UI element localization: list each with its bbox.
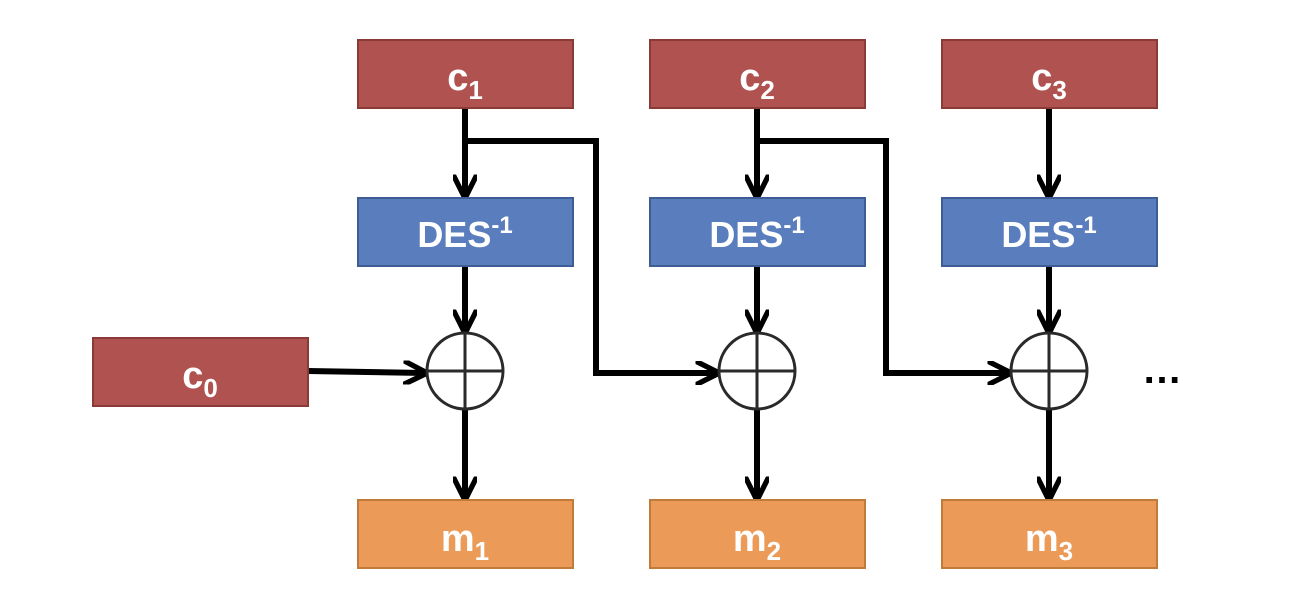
ciphertext-label-c3: c3 [1031, 57, 1067, 105]
plaintext-letter: m [733, 518, 767, 560]
arrow-c1-to-xor-2 [468, 138, 717, 373]
stage-3: c3 DES-1 m3 [941, 39, 1158, 569]
plaintext-label-m3: m3 [1025, 518, 1073, 566]
plaintext-block-m2 [649, 499, 866, 569]
arrow-c0-to-xor-1 [307, 371, 425, 373]
ciphertext-label-c2: c2 [739, 57, 775, 105]
des-superscript: -1 [491, 212, 512, 239]
xor-circle-plus-icon [425, 331, 505, 411]
stage-1: c1 DES-1 m1 [357, 39, 574, 569]
continuation-ellipsis: … [1142, 348, 1182, 392]
ciphertext-subscript: 1 [468, 75, 482, 105]
ciphertext-subscript: 2 [760, 75, 774, 105]
ciphertext-block-c1 [357, 39, 574, 109]
ciphertext-letter: c [1031, 57, 1052, 99]
plaintext-letter: m [441, 518, 475, 560]
des-decrypt-block-2 [649, 197, 866, 267]
iv-block-c0: c0 [92, 337, 309, 407]
iv-block-label: c0 [182, 355, 218, 403]
des-base: DES [1001, 214, 1075, 255]
des-superscript: -1 [1075, 212, 1096, 239]
des-base: DES [709, 214, 783, 255]
plaintext-subscript: 1 [475, 536, 489, 566]
iv-subscript: 0 [203, 373, 217, 403]
plaintext-label-m1: m1 [441, 518, 489, 566]
des-decrypt-block-3 [941, 197, 1158, 267]
connector-lines [307, 108, 1049, 498]
des-decrypt-label-1: DES-1 [417, 212, 512, 255]
plaintext-subscript: 2 [767, 536, 781, 566]
iv-letter: c [182, 355, 203, 397]
des-base: DES [417, 214, 491, 255]
stage-2: c2 DES-1 m2 [649, 39, 866, 569]
plaintext-block-m1 [357, 499, 574, 569]
iv-block-rect [92, 337, 309, 407]
xor-circle-plus-icon [717, 331, 797, 411]
ciphertext-letter: c [739, 57, 760, 99]
des-superscript: -1 [783, 212, 804, 239]
des-decrypt-block-1 [357, 197, 574, 267]
ciphertext-letter: c [447, 57, 468, 99]
plaintext-label-m2: m2 [733, 518, 781, 566]
ciphertext-label-c1: c1 [447, 57, 483, 105]
plaintext-subscript: 3 [1059, 536, 1073, 566]
des-decrypt-label-3: DES-1 [1001, 212, 1096, 255]
xor-circle-plus-icon [1009, 331, 1089, 411]
arrow-c2-to-xor-3 [760, 138, 1009, 373]
des-decrypt-label-2: DES-1 [709, 212, 804, 255]
ciphertext-subscript: 3 [1052, 75, 1066, 105]
plaintext-block-m3 [941, 499, 1158, 569]
ciphertext-block-c3 [941, 39, 1158, 109]
plaintext-letter: m [1025, 518, 1059, 560]
ciphertext-block-c2 [649, 39, 866, 109]
